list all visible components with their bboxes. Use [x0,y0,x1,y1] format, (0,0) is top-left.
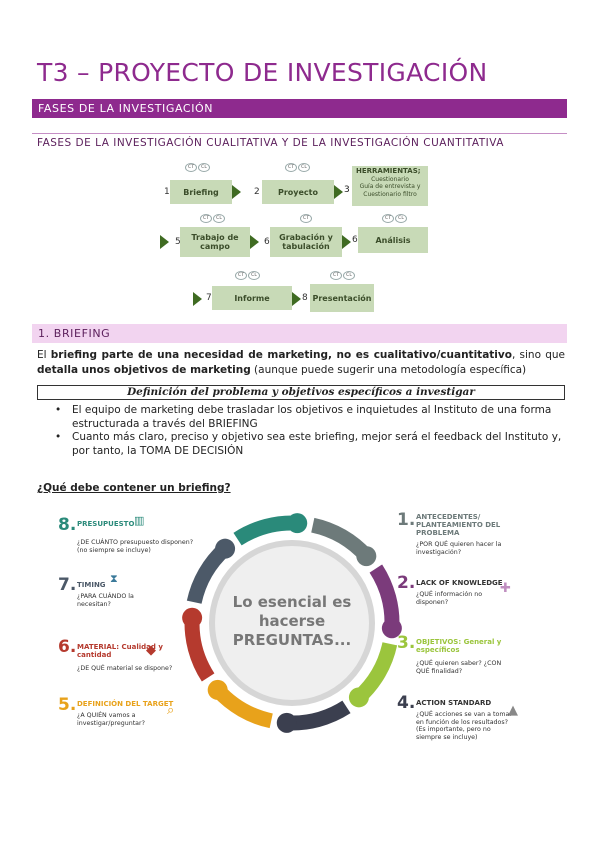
item-title: DEFINICIÓN DEL TARGET [77,700,174,708]
item-text: ¿DE QUÉ material se dispone? [77,665,173,672]
bullet-list: El equipo de marketing debe trasladar lo… [55,404,565,458]
item-title: OBJETIVOS: General y específicos [416,638,502,654]
arrow-icon [342,235,351,249]
wheel-center [209,540,375,706]
item-title: ANTECEDENTES/ PLANTEAMIENTO DEL PROBLEMA [416,513,501,537]
item-title: TIMING [77,581,106,589]
hourglass-icon: ⧗ [110,572,118,585]
phases-diagram: CT CL 1 Briefing CT CL 2 Proyecto 3 HERR… [150,158,450,318]
arrow-icon [232,185,241,199]
ring-node [207,679,228,700]
briefing-section-header: 1. BRIEFING [32,324,567,343]
arrow-icon [334,185,343,199]
item-number: 2. [397,573,416,593]
ring-node [348,687,369,708]
section-header: FASES DE LA INVESTIGACIÓN [32,99,567,118]
briefing-infographic: Lo esencial es hacerse PREGUNTAS... 1. A… [40,505,544,751]
step-proyecto: 2 Proyecto [254,180,334,204]
puzzle-icon: ✚ [500,581,511,596]
item-text: ¿POR QUÉ quieren hacer la investigación? [416,541,502,556]
item-text: ¿DE CUÁNTO presupuesto disponen? (no sie… [77,539,194,554]
ct-badge: CT [330,271,342,280]
item-text: ¿A QUIÉN vamos a investigar/preguntar? [77,712,145,727]
list-item: El equipo de marketing debe trasladar lo… [55,404,565,431]
ring-node [182,607,203,628]
arrow-icon [250,235,259,249]
item-text: ¿QUÉ quieren saber? ¿CON QUÉ finalidad? [416,660,502,675]
ct-badge: CT [200,214,212,223]
cl-badge: CL [395,214,407,223]
step-number: 3 [344,185,350,195]
tools-box: HERRAMIENTAS; Cuestionario Guía de entre… [352,166,428,206]
item-title: LACK OF KNOWLEDGE [416,579,503,587]
question-title: ¿Qué debe contener un briefing? [37,482,231,494]
ct-badge: CT [285,163,297,172]
item-number: 4. [397,693,416,713]
ring-node [276,712,297,733]
step-trabajo-campo: 5 Trabajo de campo [175,227,250,257]
cl-badge: CL [248,271,260,280]
page-title: T3 – PROYECTO DE INVESTIGACIÓN [37,58,488,87]
briefing-paragraph: El briefing parte de una necesidad de ma… [37,349,566,376]
arrow-icon [193,292,202,306]
step-presentacion: 8 Presentación [302,284,374,312]
ring-node [215,538,236,559]
step-briefing: 1 Briefing [164,180,232,204]
chart-icon: ▥ [134,514,145,527]
item-title: PRESUPUESTO [77,520,135,528]
ct-badge: CT [185,163,197,172]
center-text: Lo esencial es hacerse PREGUNTAS... [232,593,352,649]
item-text: ¿PARA CUÁNDO la necesitan? [77,593,134,608]
item-number: 8. [58,515,77,535]
item-number: 5. [58,695,77,715]
item-number: 3. [397,633,416,653]
step-grabacion: 6 Grabación y tabulación [264,227,342,257]
cubes-icon: ◆ [146,643,156,658]
ring-node [381,618,402,639]
ring-node [287,513,308,534]
item-number: 7. [58,575,77,595]
step-informe: 7 Informe [206,286,292,310]
step-analisis: 6 Análisis [352,227,428,253]
question-wheel [182,513,402,733]
cl-badge: CL [213,214,225,223]
cl-badge: CL [343,271,355,280]
divider [32,133,567,134]
ct-badge: CT [300,214,312,223]
ct-badge: CT [235,271,247,280]
subsection-title: FASES DE LA INVESTIGACIÓN CUALITATIVA Y … [37,137,504,149]
arrow-icon [160,235,169,249]
ct-badge: CT [382,214,394,223]
item-number: 1. [397,510,416,530]
warning-icon: ▲ [508,703,518,718]
item-title: ACTION STANDARD [416,699,492,707]
item-text: ¿QUÉ acciones se van a tomar en función … [416,711,512,741]
ring-segments [182,513,402,733]
item-text: ¿QUÉ información no disponen? [416,591,483,606]
cl-badge: CL [298,163,310,172]
definition-box: Definición del problema y objetivos espe… [37,385,565,400]
list-item: Cuanto más claro, preciso y objetivo sea… [55,431,565,458]
cl-badge: CL [198,163,210,172]
item-title: MATERIAL: Cualidad y cantidad [77,643,163,659]
arrow-icon [292,292,301,306]
ring-node [356,546,377,567]
magnifier-icon: ⌕ [167,703,175,718]
item-number: 6. [58,637,77,657]
